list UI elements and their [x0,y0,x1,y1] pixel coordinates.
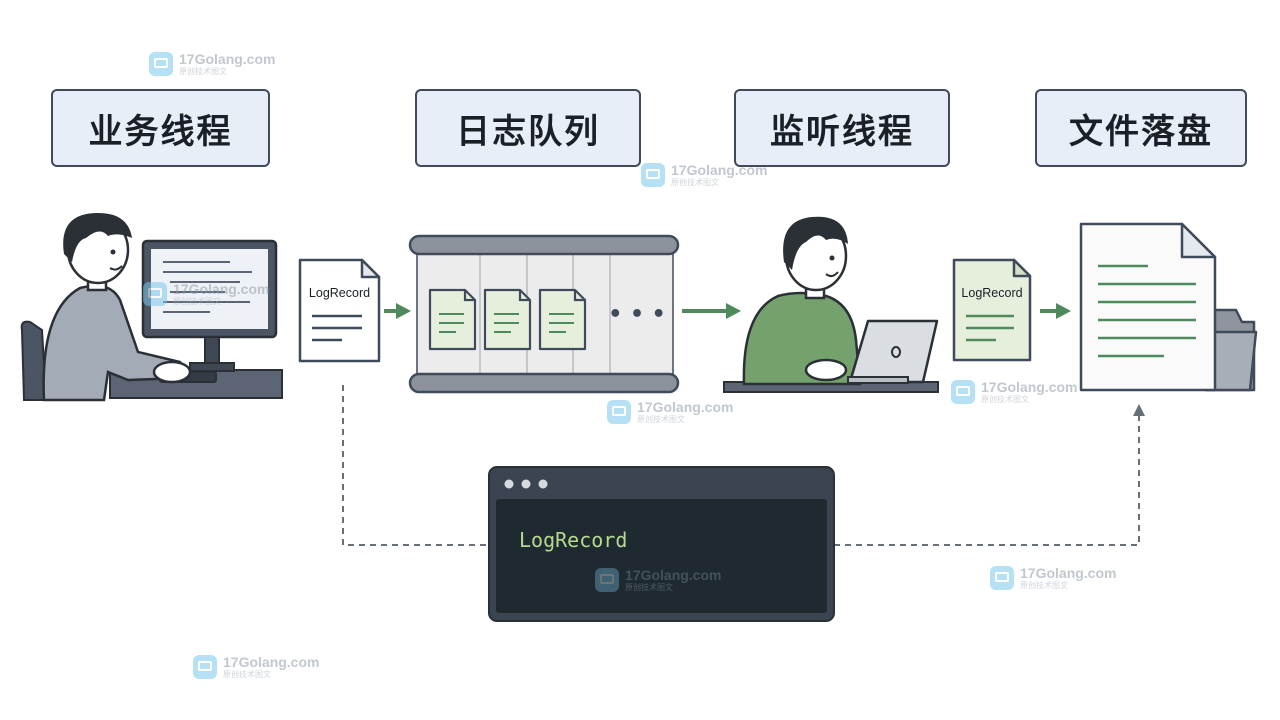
watermark-domain: 17Golang.com [173,281,270,297]
watermark: 17Golang.com 原创技术图文 [641,163,767,187]
terminal-dot-3 [538,479,548,489]
terminal-dot-1 [504,479,514,489]
watermark-domain: 17Golang.com [223,654,320,670]
dashed-bypass-path [342,385,1145,546]
log-record-document-1 [298,258,381,363]
watermark-logo-icon [149,52,173,76]
watermark: 17Golang.com 原创技术图文 [951,380,1077,404]
stage-label-file-persist: 文件落盘 [1035,89,1247,167]
terminal-text: LogRecord [519,528,628,552]
folder-icon [1204,308,1258,392]
terminal-window [488,466,835,622]
watermark: 17Golang.com 原创技术图文 [595,568,721,592]
watermark-domain: 17Golang.com [671,162,768,178]
watermark-subtitle: 原创技术图文 [981,395,1029,404]
watermark-subtitle: 原创技术图文 [1020,581,1068,590]
arrow-to-listener [682,303,741,319]
watermark-domain: 17Golang.com [637,399,734,415]
queue-ellipsis: • • • [608,302,666,327]
watermark: 17Golang.com 原创技术图文 [149,52,275,76]
watermark-logo-icon [595,568,619,592]
watermark-logo-icon [607,400,631,424]
watermark-logo-icon [951,380,975,404]
output-file-icon [1079,222,1217,392]
watermark-domain: 17Golang.com [981,379,1078,395]
watermark-subtitle: 原创技术图文 [625,583,673,592]
watermark: 17Golang.com 原创技术图文 [607,400,733,424]
watermark-subtitle: 原创技术图文 [671,178,719,187]
stage-label-log-queue: 日志队列 [415,89,641,167]
log-record-label-1: LogRecord [308,286,371,300]
person-laptop-illustration [723,216,939,393]
person-desktop-illustration [20,212,283,402]
watermark-logo-icon [143,282,167,306]
watermark-subtitle: 原创技术图文 [223,670,271,679]
watermark: 17Golang.com 原创技术图文 [193,655,319,679]
log-record-document-2 [952,258,1032,362]
arrow-to-file [1040,303,1071,319]
watermark-domain: 17Golang.com [179,51,276,67]
watermark: 17Golang.com 原创技术图文 [143,282,269,306]
watermark-logo-icon [990,566,1014,590]
watermark-domain: 17Golang.com [625,567,722,583]
queue-item-3 [538,288,587,351]
terminal-dot-2 [521,479,531,489]
queue-item-2 [483,288,532,351]
watermark-subtitle: 原创技术图文 [179,67,227,76]
watermark-domain: 17Golang.com [1020,565,1117,581]
watermark-logo-icon [641,163,665,187]
stage-label-listener-thread: 监听线程 [734,89,950,167]
watermark: 17Golang.com 原创技术图文 [990,566,1116,590]
log-record-label-2: LogRecord [961,286,1023,300]
arrow-to-queue [384,303,411,319]
watermark-subtitle: 原创技术图文 [637,415,685,424]
stage-label-business-thread: 业务线程 [51,89,270,167]
watermark-subtitle: 原创技术图文 [173,297,221,306]
queue-item-1 [428,288,477,351]
watermark-logo-icon [193,655,217,679]
